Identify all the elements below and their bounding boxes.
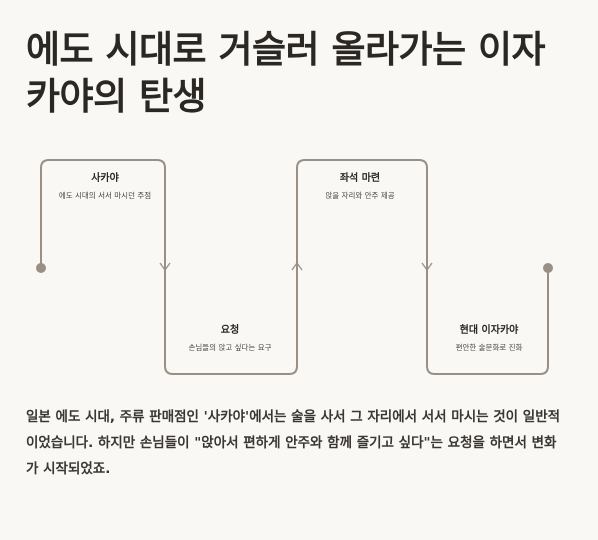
timeline-start-dot bbox=[36, 263, 46, 273]
step-description: 앉을 자리와 안주 제공 bbox=[325, 191, 395, 200]
step-sakaya: 사카야 에도 시대의 서서 마시던 주점 bbox=[57, 172, 153, 201]
step-title: 요청 bbox=[220, 325, 240, 336]
step-title: 사카야 bbox=[91, 173, 119, 184]
step-modern-izakaya: 현대 이자카야 편안한 술문화로 진화 bbox=[441, 324, 537, 353]
arrow-down-icon bbox=[159, 262, 171, 272]
timeline-path-svg bbox=[36, 159, 553, 375]
step-request: 요청 손님들의 앉고 싶다는 요구 bbox=[184, 324, 276, 353]
step-description: 편안한 술문화로 진화 bbox=[455, 343, 523, 352]
step-title: 좌석 마련 bbox=[339, 173, 381, 184]
step-seating: 좌석 마련 앉을 자리와 안주 제공 bbox=[314, 172, 406, 201]
step-description: 손님들의 앉고 싶다는 요구 bbox=[188, 343, 272, 352]
arrow-up-icon bbox=[291, 261, 303, 271]
timeline-end-dot bbox=[543, 263, 553, 273]
timeline-path bbox=[40, 159, 549, 375]
page-title: 에도 시대로 거슬러 올라가는 이자카야의 탄생 bbox=[26, 28, 546, 118]
timeline-diagram: 사카야 에도 시대의 서서 마시던 주점 요청 손님들의 앉고 싶다는 요구 좌… bbox=[0, 150, 598, 385]
step-description: 에도 시대의 서서 마시던 주점 bbox=[58, 191, 152, 200]
body-paragraph: 일본 에도 시대, 주류 판매점인 '사카야'에서는 술을 사서 그 자리에서 … bbox=[26, 409, 561, 477]
step-title: 현대 이자카야 bbox=[459, 325, 519, 336]
arrow-down-icon bbox=[421, 262, 433, 272]
